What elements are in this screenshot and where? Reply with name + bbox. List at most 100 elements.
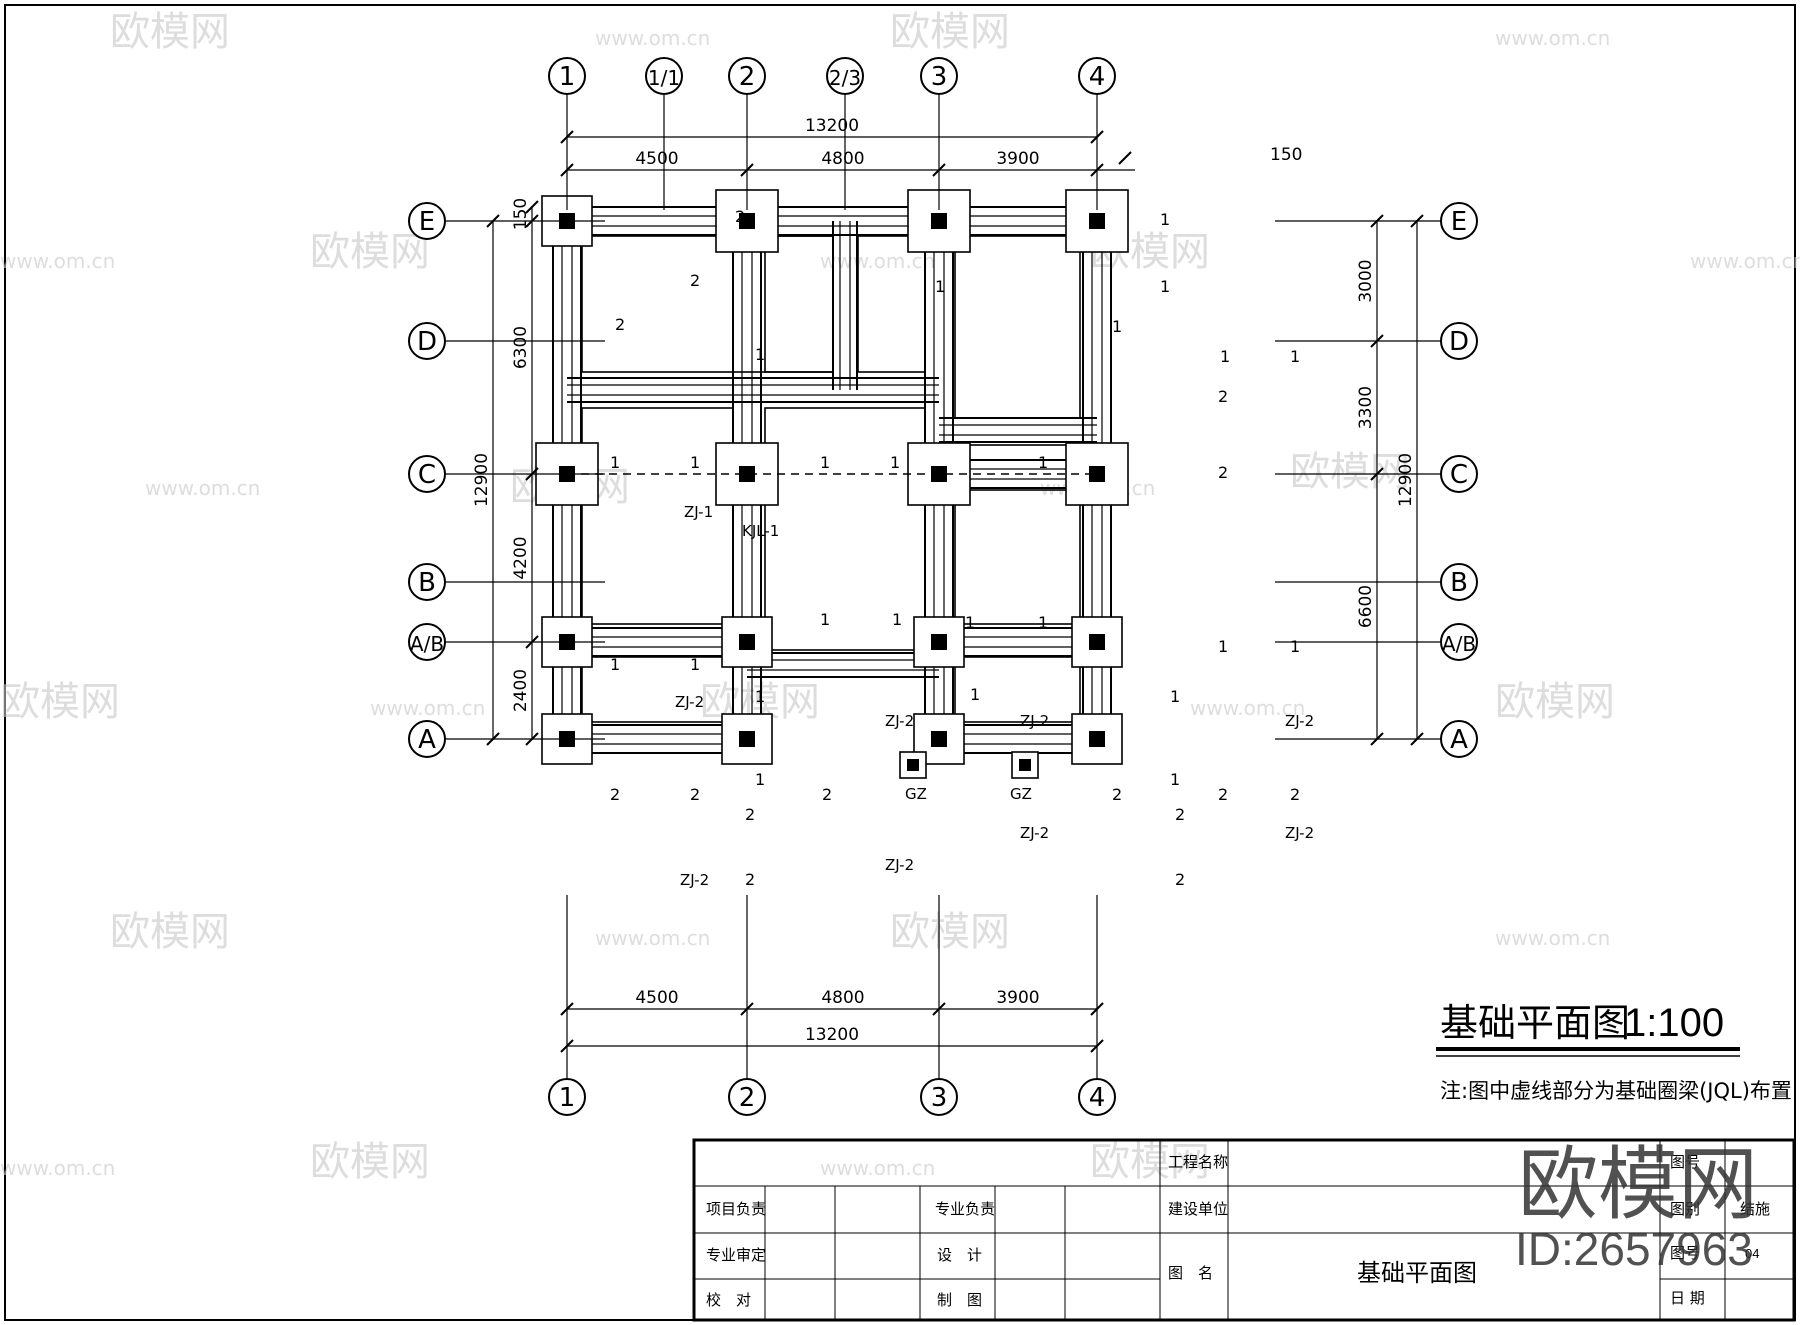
dim-tick	[525, 214, 539, 228]
watermark-brand: 欧模网	[110, 909, 230, 955]
section-label: 1	[1112, 317, 1122, 336]
axis-bubble-top	[920, 57, 958, 95]
dim-text: 4500	[635, 988, 678, 1008]
gz-column	[907, 759, 919, 771]
section-label: 2	[610, 785, 620, 804]
watermark-url: www.om.cn	[0, 249, 115, 273]
dim-text: 13200	[805, 1025, 859, 1045]
section-label: 1	[820, 453, 830, 472]
axis-bubble-top-label: 1	[559, 62, 576, 92]
section-label: 1	[935, 277, 945, 296]
dim-text: 6600	[1356, 585, 1376, 628]
section-label: 2	[822, 785, 832, 804]
watermark-brand: 欧模网	[1495, 679, 1615, 725]
axis-bubble-right-label: D	[1449, 327, 1469, 357]
axis-bubble-top-label: 1/1	[648, 66, 680, 90]
drawing-title-block: 基础平面图 1:100 注:图中虚线部分为基础圈梁(JQL)布置	[1436, 1001, 1792, 1103]
axis-bubble-bottom	[728, 1078, 766, 1116]
label-kjl1: KJL-1	[742, 522, 779, 540]
dim-tick	[560, 1002, 574, 1016]
watermark-brand: 欧模网	[0, 679, 120, 725]
section-label: 1	[610, 453, 620, 472]
section-label: 2	[735, 207, 745, 226]
dim-text: 4500	[635, 149, 678, 169]
column-footing	[1071, 713, 1123, 765]
watermark-layer: 欧模网欧模网欧模网欧模网欧模网欧模网欧模网欧模网欧模网欧模网欧模网欧模网欧模网w…	[0, 9, 1800, 1185]
dim-text: 2400	[511, 669, 531, 712]
axis-bubble-right	[1440, 720, 1478, 758]
section-label: 1	[1290, 637, 1300, 656]
column-footing	[721, 616, 773, 668]
room-outline	[954, 444, 1081, 461]
room-outline	[954, 656, 1081, 723]
watermark-url: www.om.cn	[1690, 249, 1800, 273]
section-label: 2	[1175, 805, 1185, 824]
watermark-url: www.om.cn	[1495, 926, 1610, 950]
title-block-table: 工程名称 建设单位 图 名 基础平面图 项目负责 专业负责 专业审定 设 计 校…	[692, 1138, 1796, 1322]
dim-text: 6300	[511, 326, 531, 369]
axis-bubble-left	[408, 623, 446, 661]
axis-bubble-left-label: E	[419, 207, 435, 237]
dim-tick	[1370, 467, 1384, 481]
drawing-title: 基础平面图	[1440, 1001, 1630, 1045]
dim-tick	[1410, 214, 1424, 228]
watermark-brand: 欧模网	[310, 229, 430, 275]
axis-bubble-top	[645, 57, 683, 95]
section-label: 1	[1290, 347, 1300, 366]
column	[931, 213, 947, 229]
dim-tick	[1090, 1002, 1104, 1016]
project-name-label: 工程名称	[1168, 1153, 1228, 1171]
axis-bubble-left-label: A/B	[410, 632, 444, 656]
title-block-frame	[692, 1138, 1796, 1322]
dim-text: 3000	[1356, 259, 1376, 302]
drawing-name-label: 图 名	[1168, 1264, 1213, 1282]
discipline-lead-label: 专业负责	[935, 1200, 995, 1218]
client-label: 建设单位	[1168, 1200, 1228, 1218]
section-label: 1	[1170, 687, 1180, 706]
column	[931, 731, 947, 747]
axis-bubble-bottom-label: 4	[1089, 1083, 1106, 1113]
column	[1089, 731, 1105, 747]
section-label: 1	[755, 687, 765, 706]
section-label: 1	[690, 655, 700, 674]
label-zj2: ZJ-2	[885, 856, 914, 874]
watermark-url: www.om.cn	[370, 696, 485, 720]
column	[1089, 634, 1105, 650]
axis-bubble-top-label: 3	[931, 62, 948, 92]
dim-text: 4800	[821, 988, 864, 1008]
section-label: 1	[755, 345, 765, 364]
label-zj2: ZJ-2	[1020, 712, 1049, 730]
dim-tick	[560, 163, 574, 177]
section-label: 1	[820, 610, 830, 629]
watermark-brand: 欧模网	[890, 909, 1010, 955]
dim-text-extra: 150	[1270, 145, 1302, 165]
section-label: 2	[690, 271, 700, 290]
label-zj2: ZJ-2	[1285, 712, 1314, 730]
drawing-note: 注:图中虚线部分为基础圈梁(JQL)布置	[1440, 1079, 1792, 1103]
watermark-url: www.om.cn	[145, 476, 260, 500]
dim-tick	[740, 163, 754, 177]
axis-bubble-bottom-label: 2	[739, 1083, 756, 1113]
label-zj2: ZJ-2	[680, 871, 709, 889]
dim-tick	[932, 163, 946, 177]
dim-text: 3300	[1356, 386, 1376, 429]
label-zj1: ZJ-1	[684, 503, 713, 521]
axis-bubble-left-label: D	[417, 327, 437, 357]
dim-text: 12900	[472, 453, 492, 507]
drawing-name: 基础平面图	[1357, 1259, 1477, 1287]
discipline-review-label: 专业审定	[706, 1246, 766, 1264]
section-label: 2	[1218, 785, 1228, 804]
room-outline	[954, 235, 1081, 419]
axis-bubble-left	[408, 563, 446, 601]
axis-bubble-top-label: 2/3	[829, 66, 861, 90]
axis-bubble-right-label: B	[1450, 568, 1468, 598]
section-label: 2	[1290, 785, 1300, 804]
sheet-class-label: 图别	[1670, 1200, 1700, 1218]
section-label: 1	[1160, 210, 1170, 229]
dim-tick	[525, 200, 539, 214]
section-label: 1	[1170, 770, 1180, 789]
dim-text: 3900	[996, 988, 1039, 1008]
label-zj2: ZJ-2	[675, 693, 704, 711]
dim-tick	[525, 635, 539, 649]
